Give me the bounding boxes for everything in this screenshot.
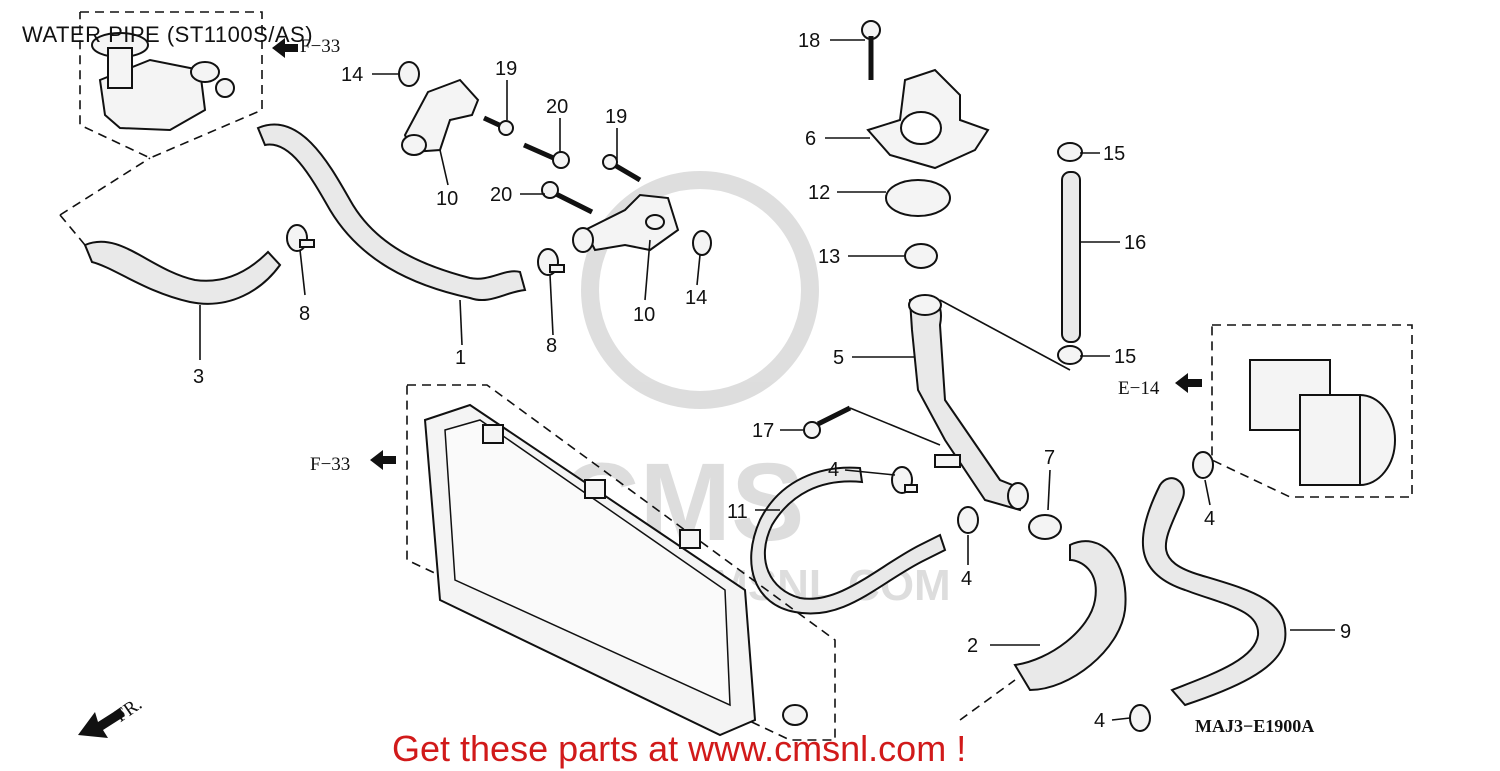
hose-clamp-7: [1028, 514, 1062, 540]
bolt-20-top: [522, 142, 570, 169]
diagram-code: MAJ3−E1900A: [1195, 716, 1315, 736]
callout-4-d: 4: [1094, 710, 1105, 732]
ref-arrow-f33-top: [272, 38, 298, 58]
callout-5: 5: [833, 347, 844, 369]
callout-1: 1: [455, 347, 466, 369]
thermostat-housing-assembly: [59, 11, 263, 216]
callout-9: 9: [1340, 621, 1351, 643]
hose-clamp-4-d: [1129, 704, 1151, 732]
leader-lines: [199, 39, 1335, 721]
water-hose-11: [750, 466, 947, 615]
callout-14-lower: 14: [685, 287, 707, 309]
water-joint-10-lower: [572, 193, 680, 253]
bolt-17: [803, 405, 941, 446]
ref-arrow-e14: [1175, 373, 1202, 393]
callout-3: 3: [193, 366, 204, 388]
front-arrow: [78, 708, 125, 738]
callout-15-lower: 15: [1114, 346, 1136, 368]
callout-14-top: 14: [341, 64, 363, 86]
callout-10-lower: 10: [633, 304, 655, 326]
hose-clamp-8-right: [537, 248, 565, 276]
callout-20-top: 20: [546, 96, 568, 118]
callout-4-b: 4: [961, 568, 972, 590]
callout-11: 11: [727, 501, 748, 523]
water-hose-3: [59, 214, 282, 305]
ref-front: FR.: [111, 693, 146, 726]
thermostat-cover-6: [866, 68, 990, 170]
hose-clamp-4-a: [891, 466, 918, 494]
water-pipe-5: [908, 294, 1029, 512]
ref-arrow-f33-left: [370, 450, 396, 470]
ref-f33-top: F−33: [300, 36, 340, 57]
callout-12: 12: [808, 182, 830, 204]
o-ring-12: [885, 179, 951, 217]
bolt-18: [861, 20, 881, 80]
bolt-20-lower: [541, 181, 594, 215]
callout-8-right: 8: [546, 335, 557, 357]
callout-15-top: 15: [1103, 143, 1125, 165]
callout-17: 17: [752, 420, 774, 442]
callout-19-right: 19: [605, 106, 627, 128]
callout-20-lower: 20: [490, 184, 512, 206]
callout-4-a: 4: [828, 459, 839, 481]
water-hose-1: [256, 123, 527, 301]
callout-18: 18: [798, 30, 820, 52]
water-hose-16: [939, 142, 1083, 371]
callout-13: 13: [818, 246, 840, 268]
o-ring-14-lower: [692, 230, 712, 256]
callout-8-left: 8: [299, 303, 310, 325]
o-ring-14-top: [398, 61, 420, 87]
bolt-19-right: [602, 154, 642, 183]
water-hose-9: [1141, 477, 1287, 707]
callout-4-c: 4: [1204, 508, 1215, 530]
oil-cooler-assembly: [1211, 324, 1413, 498]
water-hose-2: [959, 540, 1127, 721]
hose-clamp-4-b: [957, 506, 979, 534]
hose-clamp-4-c: [1192, 451, 1214, 479]
hose-clamp-8-left: [286, 224, 315, 252]
ref-f33-left: F−33: [310, 454, 350, 475]
radiator: [406, 384, 836, 741]
o-ring-13: [904, 243, 938, 269]
bolt-19-top: [482, 115, 514, 136]
callout-6: 6: [805, 128, 816, 150]
ref-e14: E−14: [1118, 378, 1160, 399]
callout-16: 16: [1124, 232, 1146, 254]
callout-7: 7: [1044, 447, 1055, 469]
promo-link-text[interactable]: Get these parts at www.cmsnl.com !: [392, 728, 967, 769]
callout-2: 2: [967, 635, 978, 657]
water-joint-10-top: [401, 78, 480, 156]
callout-10-top: 10: [436, 188, 458, 210]
diagram-title: WATER PIPE (ST1100S/AS): [22, 22, 314, 47]
callout-19-top: 19: [495, 58, 517, 80]
